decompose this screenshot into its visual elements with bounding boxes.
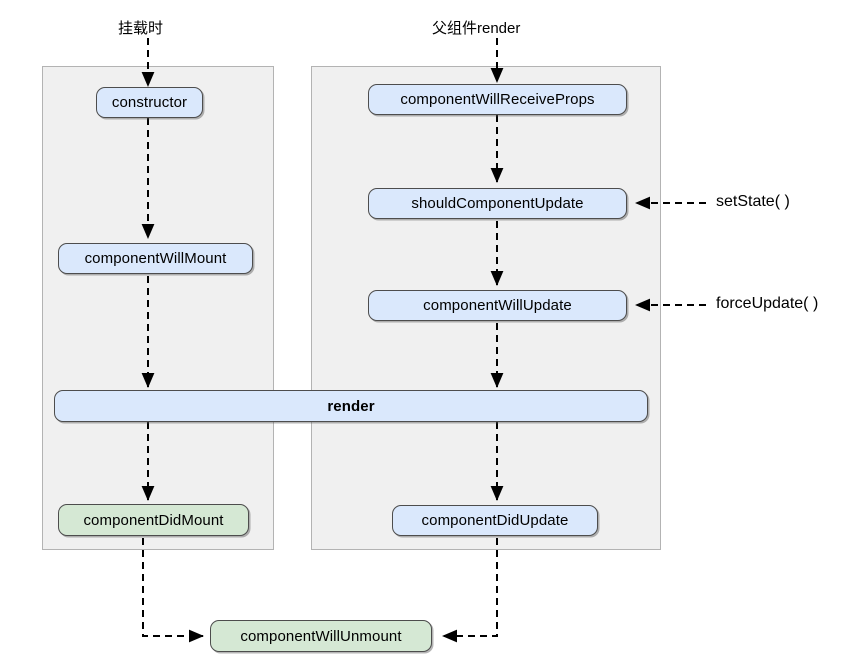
node-component-will-update[interactable]: componentWillUpdate [368, 290, 627, 321]
node-should-component-update[interactable]: shouldComponentUpdate [368, 188, 627, 219]
updating-phase-caption: 父组件render [432, 20, 521, 37]
edge-didupdate-to-willunmount [442, 538, 498, 643]
label-force-update: forceUpdate( ) [716, 295, 819, 312]
edge-didmount-to-willunmount [142, 538, 204, 643]
node-constructor[interactable]: constructor [96, 87, 203, 118]
mounting-phase-panel [42, 66, 274, 550]
node-component-did-update[interactable]: componentDidUpdate [392, 505, 598, 536]
node-component-will-unmount[interactable]: componentWillUnmount [210, 620, 432, 652]
node-component-did-mount[interactable]: componentDidMount [58, 504, 249, 536]
node-component-will-mount[interactable]: componentWillMount [58, 243, 253, 274]
label-set-state: setState( ) [716, 193, 790, 210]
node-render[interactable]: render [54, 390, 648, 422]
node-component-will-receive-props[interactable]: componentWillReceiveProps [368, 84, 627, 115]
mounting-phase-caption: 挂载时 [118, 20, 164, 37]
